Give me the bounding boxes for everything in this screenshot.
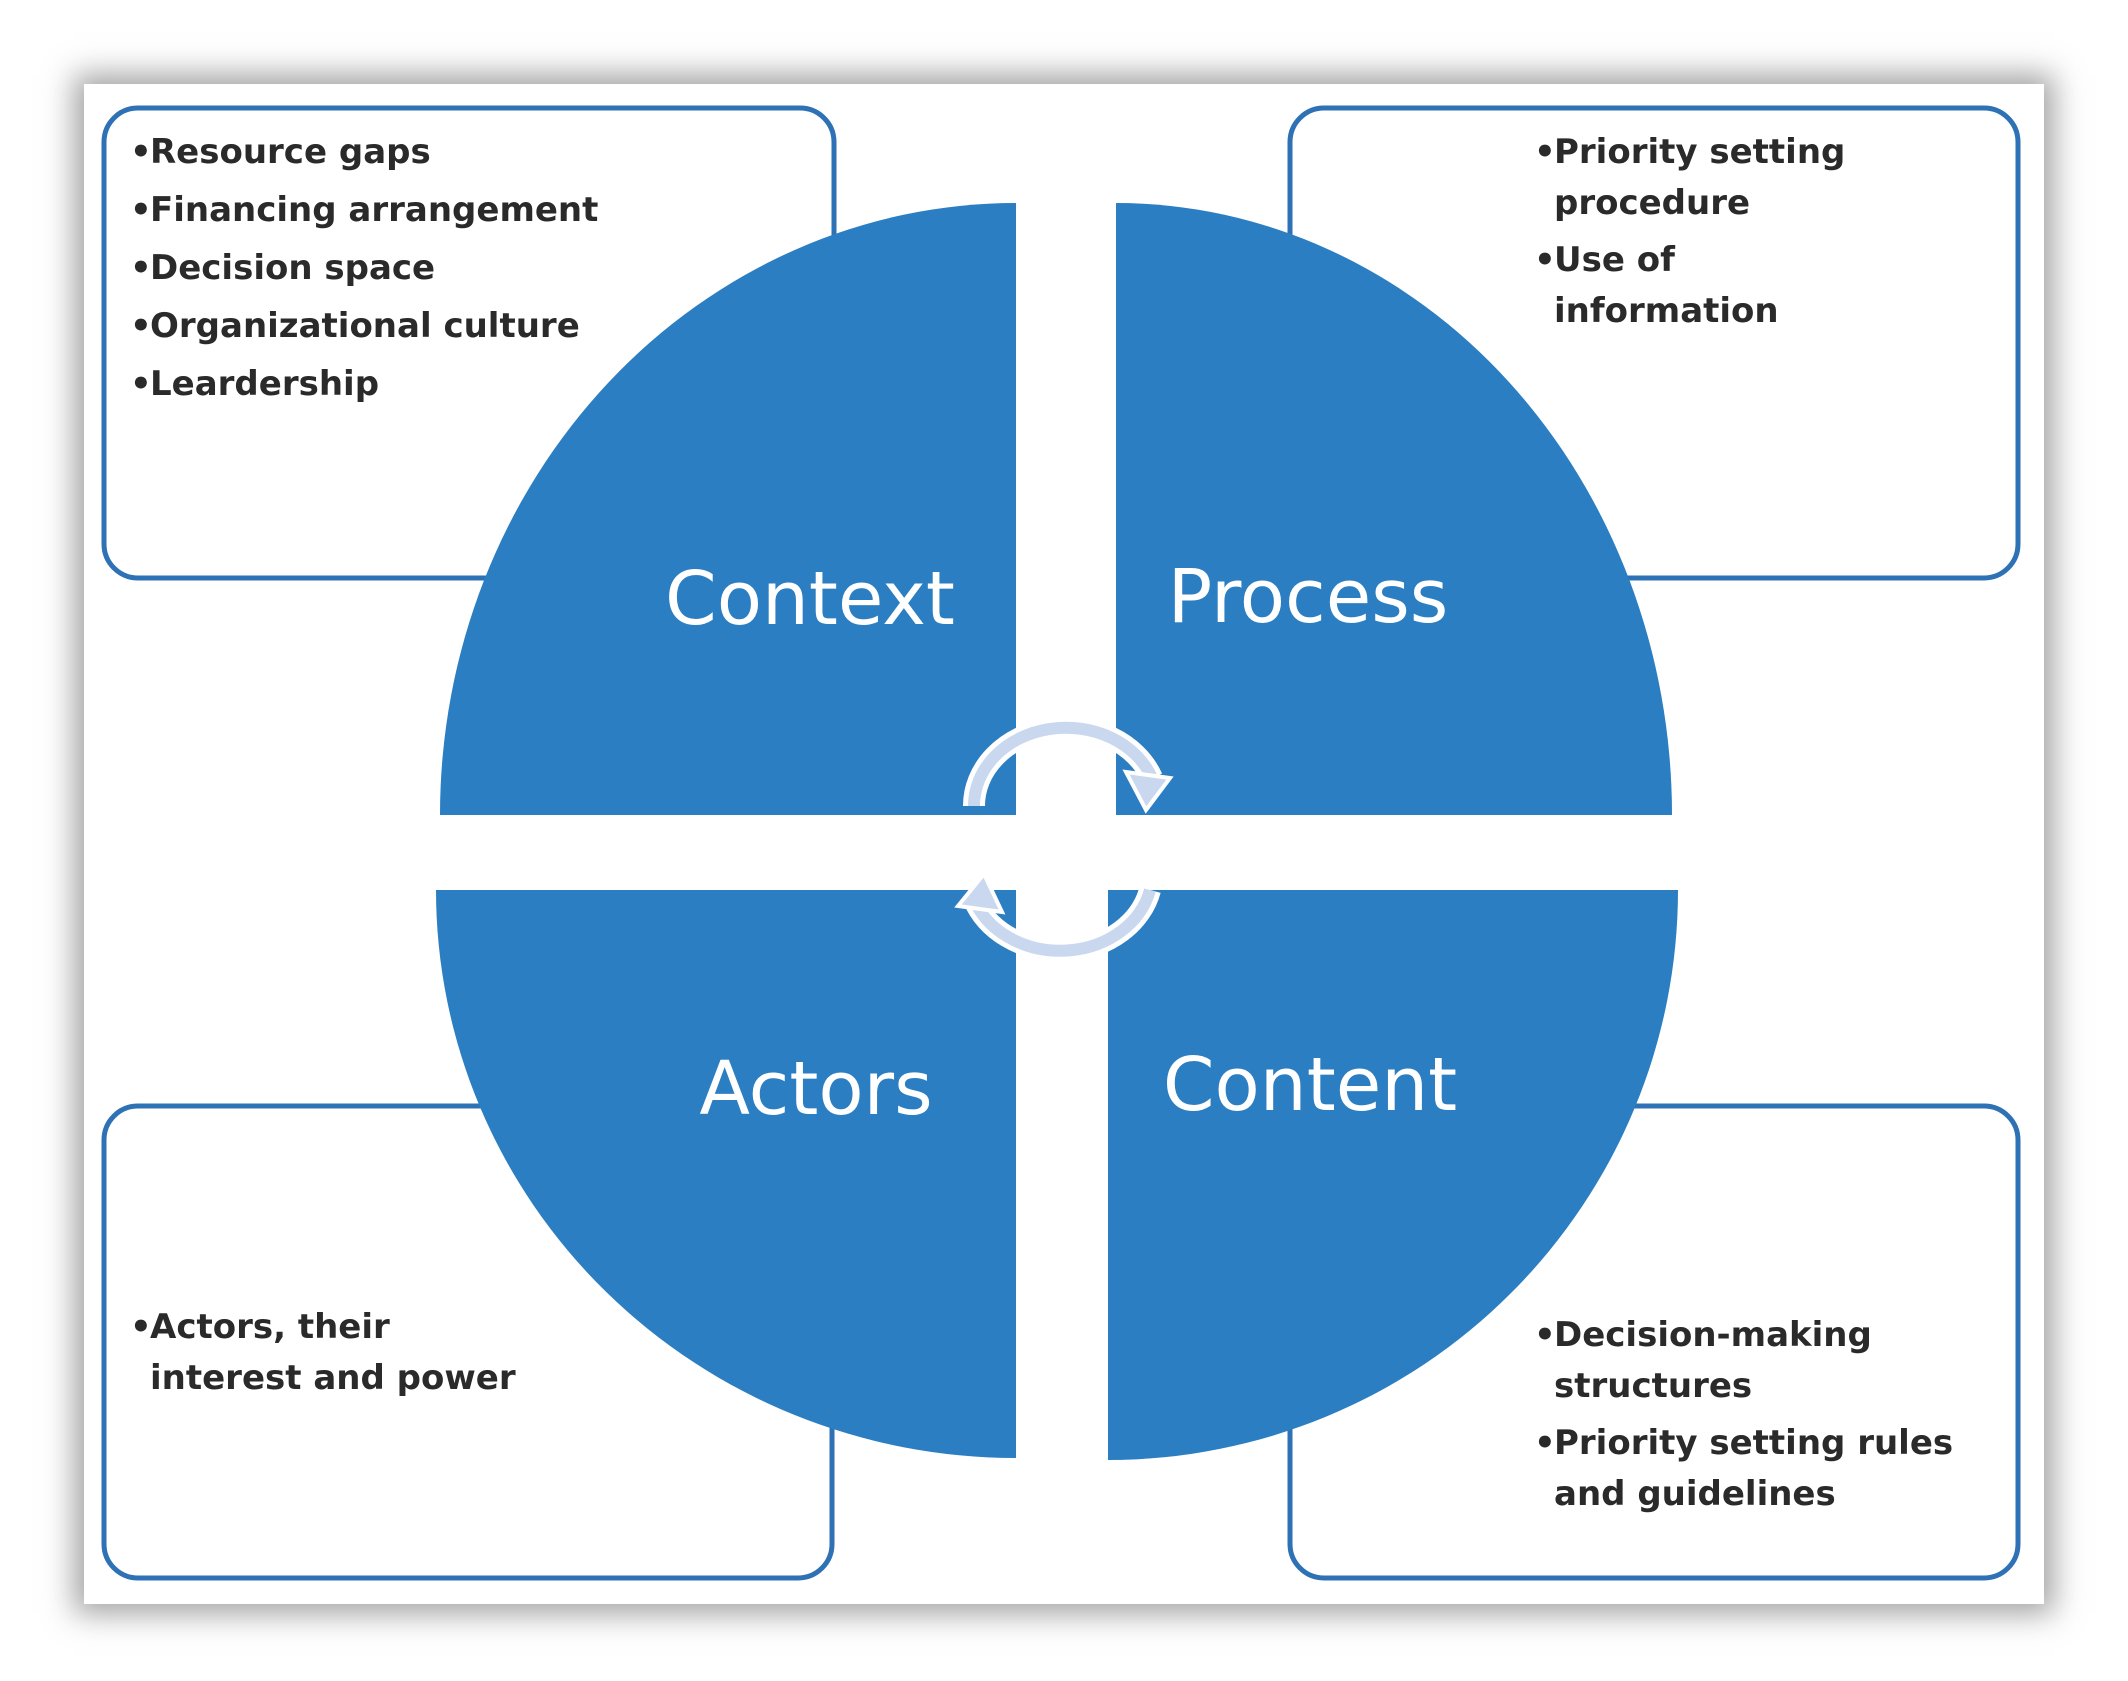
content-label: Content <box>1163 1042 1457 1128</box>
cycle-arrows-icon <box>954 716 1174 962</box>
list-item: Decision space <box>130 239 690 297</box>
list-item: Resource gaps <box>130 123 690 181</box>
list-item: Priority setting rules and guidelines <box>1534 1418 1974 1520</box>
list-item: Organizational culture <box>130 297 690 355</box>
list-item: Financing arrangement <box>130 181 690 239</box>
context-label: Context <box>665 556 955 642</box>
actors-label: Actors <box>699 1046 932 1132</box>
context-list: Resource gaps Financing arrangement Deci… <box>130 123 690 413</box>
process-quadrant <box>1116 203 1672 815</box>
actors-quadrant <box>436 890 1016 1458</box>
process-label: Process <box>1168 554 1449 640</box>
list-item: Use of information <box>1534 235 1894 337</box>
process-list: Priority setting procedure Use of inform… <box>1534 127 1894 337</box>
list-item: Priority setting procedure <box>1534 127 1894 229</box>
content-list: Decision-making structures Priority sett… <box>1534 1310 1974 1520</box>
list-item: Leardership <box>130 355 690 413</box>
list-item: Decision-making structures <box>1534 1310 1974 1412</box>
context-quadrant <box>440 203 1016 815</box>
content-quadrant <box>1108 890 1678 1460</box>
actors-list: Actors, their interest and power <box>130 1302 550 1404</box>
list-item: Actors, their interest and power <box>130 1302 550 1404</box>
